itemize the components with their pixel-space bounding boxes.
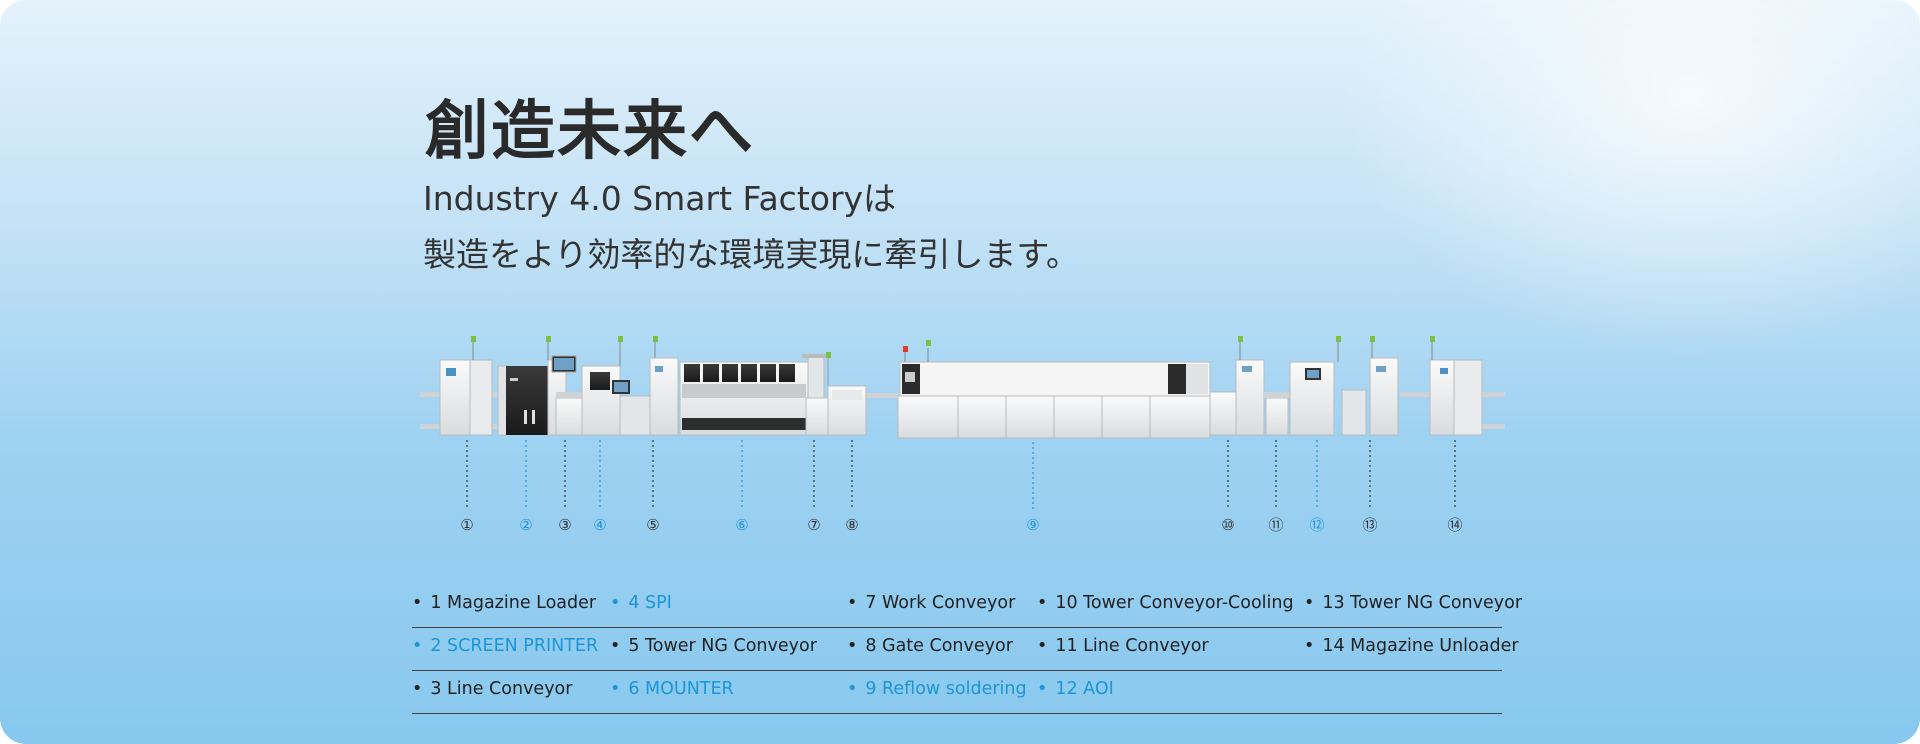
- page-title: 創造未来へ: [425, 95, 755, 169]
- callout-number: ⑨: [1026, 516, 1039, 534]
- callout-number: ⑪: [1268, 516, 1283, 534]
- legend-item-gate-conveyor: •8 Gate Conveyor: [847, 636, 1013, 656]
- legend-item-screen-printer: •2 SCREEN PRINTER: [412, 636, 599, 656]
- legend-item-reflow-soldering: •9 Reflow soldering: [847, 679, 1027, 699]
- legend-item-tower-ng-conveyor-13: •13 Tower NG Conveyor: [1304, 593, 1523, 613]
- legend-item-spi: •4 SPI: [610, 593, 672, 613]
- legend-item-tower-conveyor-cooling: •10 Tower Conveyor-Cooling: [1037, 593, 1294, 613]
- machine-line-conveyor: [555, 392, 584, 436]
- callout-number: ⑤: [646, 516, 659, 534]
- legend-item-line-conveyor-11: •11 Line Conveyor: [1037, 636, 1209, 656]
- callout-number: ⑩: [1221, 516, 1234, 534]
- legend-item-tower-ng-conveyor-5: •5 Tower NG Conveyor: [610, 636, 817, 656]
- machine-reflow-soldering: [897, 340, 1211, 439]
- machine-aoi: [1289, 336, 1367, 436]
- legend-row: •3 Line Conveyor •6 MOUNTER •9 Reflow so…: [412, 671, 1502, 714]
- legend-item-mounter: •6 MOUNTER: [610, 679, 734, 699]
- machine-tower-ng-conveyor-2: [1369, 336, 1399, 436]
- machine-magazine-loader: [439, 336, 493, 436]
- legend-item-line-conveyor-3: •3 Line Conveyor: [412, 679, 573, 699]
- machine-gate-conveyor: [827, 385, 867, 436]
- subtitle-line-1: Industry 4.0 Smart Factoryは: [423, 179, 897, 218]
- callout-number: ④: [593, 516, 606, 534]
- legend-item-aoi: •12 AOI: [1037, 679, 1114, 699]
- machine-line-conveyor-2: [1264, 392, 1290, 436]
- legend-row: •1 Magazine Loader •4 SPI •7 Work Convey…: [412, 585, 1522, 628]
- legend-item-work-conveyor: •7 Work Conveyor: [847, 593, 1016, 613]
- callout-number: ⑦: [807, 516, 820, 534]
- machine-magazine-unloader: [1429, 336, 1483, 436]
- machine-spi: [581, 336, 651, 436]
- subtitle-line-2: 製造をより効率的な環境実現に牽引します。: [423, 235, 1080, 274]
- callout-number: ⑭: [1447, 516, 1462, 534]
- machine-screen-printer: [497, 336, 577, 436]
- callout-number: ①: [460, 516, 473, 534]
- machine-tower-conveyor-cooling: [1209, 336, 1265, 436]
- callout-number: ⑧: [845, 516, 858, 534]
- callout-number: ⑫: [1309, 516, 1324, 534]
- machine-work-conveyor: [805, 352, 831, 436]
- callout-number: ③: [558, 516, 571, 534]
- conveyor-rail: [1470, 424, 1505, 429]
- callout-number: ②: [519, 516, 532, 534]
- callout-number: ⑬: [1362, 516, 1377, 534]
- machine-tower-ng-conveyor: [649, 336, 679, 436]
- callout-number: ⑥: [735, 516, 748, 534]
- equipment-legend: •1 Magazine Loader •4 SPI •7 Work Convey…: [412, 585, 1522, 714]
- legend-row: •2 SCREEN PRINTER •5 Tower NG Conveyor •…: [412, 628, 1519, 671]
- legend-item-magazine-unloader: •14 Magazine Unloader: [1304, 636, 1519, 656]
- legend-item-magazine-loader: •1 Magazine Loader: [412, 593, 597, 613]
- machine-mounter: [679, 354, 826, 436]
- conveyor-rail: [860, 393, 900, 398]
